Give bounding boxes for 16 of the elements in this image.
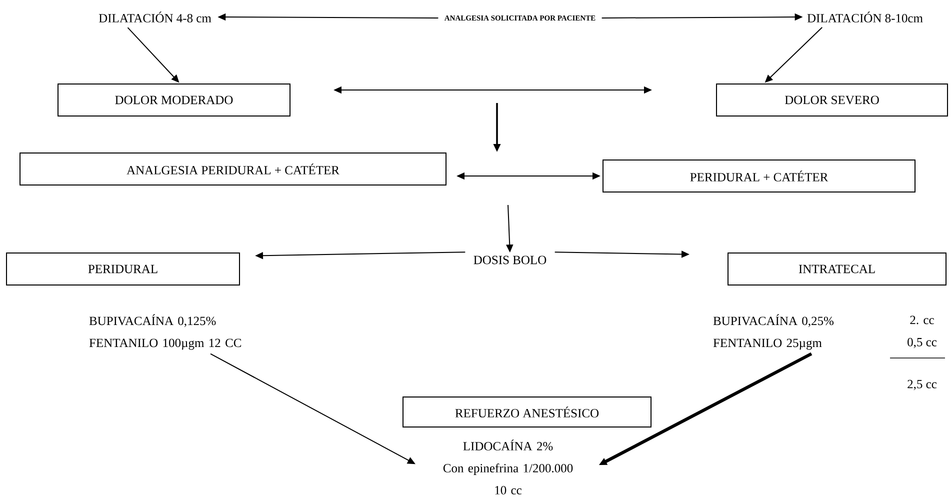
label-box: PERIDURAL + CATÉTER [602,160,916,192]
label: 0,5 cc [908,338,937,348]
label-box: PERIDURAL [6,252,240,286]
node-text: BUPIVACAÍNA 0,125% FENTANILO 100µgm 12 CC [89,314,242,350]
label-box: DOLOR SEVERO [716,84,948,116]
label-box: REFUERZO ANESTÉSICO [402,396,652,428]
label-box: DOLOR MODERADO [58,84,290,116]
node-text: DOSIS BOLO [474,256,546,264]
node-text: BUPIVACAÍNA 0,25% FENTANILO 25µgm [713,314,834,350]
label-box: INTRATECAL [728,252,946,286]
node-text: DILATACIÓN 4-8 cm [98,12,212,22]
label: 2. cc [910,316,934,324]
node-text: DILATACIÓN 8-10cm [807,12,923,22]
label: 2,5 cc [908,380,937,390]
node-text: LIDOCAÍNA 2% Con epinefrina 1/200.000 10 cc [443,440,573,494]
label-box: ANALGESIA PERIDURAL + CATÉTER [20,152,446,186]
